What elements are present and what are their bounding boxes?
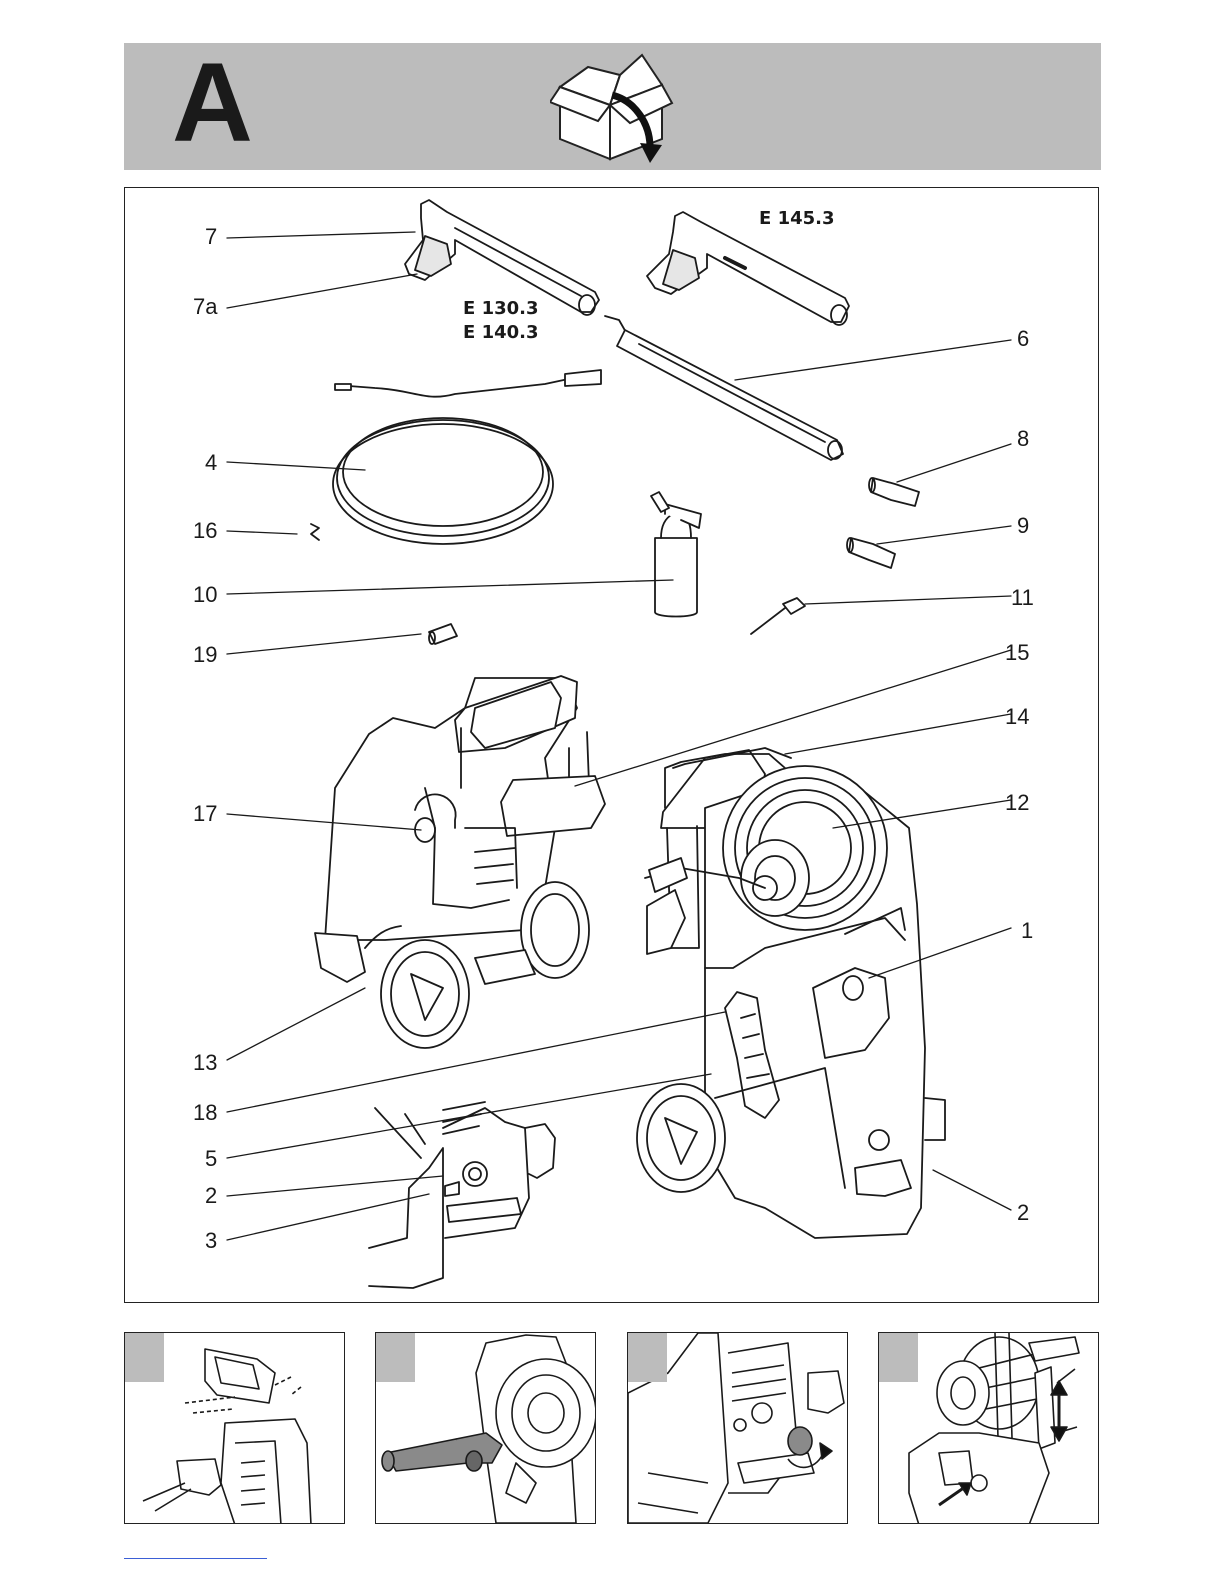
model-label-e145: E 145.3 (759, 208, 835, 229)
model-label-e130: E 130.3 (463, 298, 539, 319)
step-number-box (879, 1333, 918, 1382)
callout-7: 7 (205, 224, 217, 249)
pressure-washer-rear-view (315, 676, 605, 1048)
step-panel-4 (878, 1332, 1099, 1524)
callout-14: 14 (1005, 704, 1029, 729)
pressure-washer-front-view (637, 748, 945, 1238)
callout-8: 8 (1017, 426, 1029, 451)
step-number-box (125, 1333, 164, 1382)
callout-12: 12 (1005, 790, 1029, 815)
hose-adapter (429, 624, 457, 644)
nozzle-8 (869, 478, 919, 506)
parts-overview-diagram: 7 7a 6 4 8 16 9 10 11 19 15 14 17 12 1 1… (124, 187, 1099, 1303)
step-number-box (376, 1333, 415, 1382)
footer-rule (124, 1558, 267, 1559)
callout-13: 13 (193, 1050, 217, 1075)
callout-1: 1 (1021, 918, 1033, 943)
model-label-e140: E 140.3 (463, 322, 539, 343)
callout-16: 16 (193, 518, 217, 543)
callout-9: 9 (1017, 513, 1029, 538)
section-header: A (124, 43, 1101, 170)
step-panel-2 (375, 1332, 596, 1524)
pin-icon (311, 524, 319, 540)
callout-4: 4 (205, 450, 217, 475)
callout-7a: 7a (193, 294, 218, 319)
callout-2-left: 2 (205, 1183, 217, 1208)
callout-2-right: 2 (1017, 1200, 1029, 1225)
callout-17: 17 (193, 801, 217, 826)
cleaning-needle (751, 598, 805, 634)
detergent-bottle (651, 492, 701, 617)
unpacking-box-icon (550, 47, 675, 167)
callout-5: 5 (205, 1146, 217, 1171)
callout-15: 15 (1005, 640, 1029, 665)
step-panel-1 (124, 1332, 345, 1524)
section-letter: A (172, 47, 253, 159)
inlet-outlet-detail (369, 1102, 555, 1288)
spray-lance (605, 316, 843, 460)
callout-6: 6 (1017, 326, 1029, 351)
high-pressure-hose (333, 370, 601, 544)
callout-10: 10 (193, 582, 217, 607)
step-number-box (628, 1333, 667, 1382)
callout-18: 18 (193, 1100, 217, 1125)
callout-11: 11 (1011, 585, 1034, 610)
step-panel-3 (627, 1332, 848, 1524)
callout-19: 19 (193, 642, 217, 667)
callout-3: 3 (205, 1228, 217, 1253)
